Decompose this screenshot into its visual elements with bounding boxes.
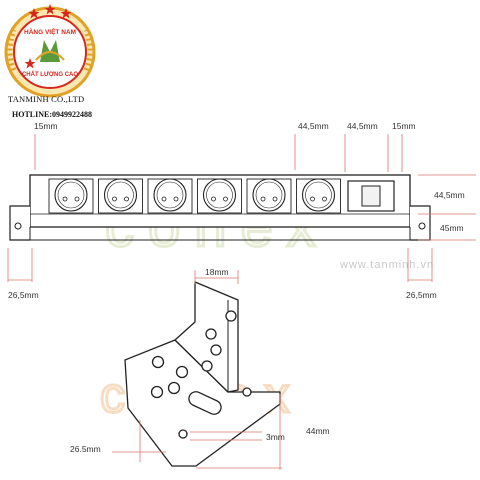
socket-icon — [103, 178, 138, 212]
left-mount-hole — [14, 222, 22, 230]
strip-dimension-labels: 15mm 44,5mm 44,5mm 15mm 44,5mm 45mm 26,5… — [8, 121, 465, 300]
bracket-hole — [178, 429, 188, 439]
socket-pin-hole — [223, 196, 228, 202]
hang-viet-nam-logo: HÀNG VIỆT NAM CHẤT LƯỢNG CAO — [4, 4, 96, 98]
socket-inner-ring — [156, 181, 184, 209]
strip-dimensions — [7, 134, 476, 282]
socket-inner-ring — [305, 181, 332, 209]
dim-bracket-height: 44mm — [306, 426, 330, 436]
logo-stars — [28, 4, 72, 19]
socket-icon — [54, 178, 88, 212]
bracket-hole — [205, 328, 217, 340]
dim-switch: 44,5mm — [347, 121, 378, 131]
socket-pin-hole — [310, 196, 315, 202]
company-name: TANMINH CO.,LTD — [8, 94, 85, 104]
bracket-dimensions — [112, 270, 282, 470]
socket-icon — [301, 178, 336, 212]
bracket-hole — [225, 310, 237, 322]
socket-pin-hole — [62, 196, 68, 202]
dim-socket-pitch: 44,5mm — [298, 121, 329, 131]
bracket-hole — [150, 385, 164, 399]
mounting-bracket — [124, 281, 281, 467]
dim-height-lower: 45mm — [440, 223, 464, 233]
dim-bracket-slot: 3mm — [266, 432, 285, 442]
strip-body — [29, 174, 411, 228]
bracket-hole — [210, 344, 222, 356]
bracket-hole — [151, 355, 165, 369]
power-switch-icon — [361, 185, 381, 207]
socket-inner-ring — [107, 181, 134, 209]
socket-pin-hole — [74, 196, 80, 202]
socket-pin-hole — [161, 196, 167, 202]
watermark-url: www.tanminh.vn — [339, 259, 434, 271]
star-icon — [28, 8, 40, 19]
logo-swoosh — [35, 51, 65, 61]
bracket-dimension-labels: 18mm 26.5mm 3mm 44mm — [70, 267, 330, 454]
dim-bracket-top: 18mm — [205, 267, 229, 277]
socket-pin-hole — [260, 196, 266, 202]
socket-inner-ring — [206, 181, 233, 209]
star-icon — [24, 58, 36, 69]
hotline: HOTLINE:0949922488 — [12, 110, 93, 119]
bracket-hole — [167, 381, 181, 395]
socket-pin-hole — [211, 196, 216, 202]
bracket-hole — [201, 360, 213, 372]
dim-left-bottom: 26,5mm — [8, 290, 39, 300]
socket-inner-ring — [57, 181, 85, 209]
bracket-hole — [242, 387, 252, 397]
bracket-hole — [175, 365, 189, 379]
power-strip — [9, 174, 431, 241]
dim-bracket-left: 26.5mm — [70, 444, 101, 454]
socket-pin-hole — [124, 196, 129, 202]
logo-mark — [40, 40, 60, 62]
right-mount-hole — [418, 222, 426, 230]
socket-pin-hole — [272, 196, 278, 202]
socket-icon — [153, 178, 187, 212]
right-mounting-ear — [410, 205, 431, 241]
socket-pin-hole — [322, 196, 327, 202]
logo-bottom-text: CHẤT LƯỢNG CAO — [22, 71, 78, 78]
switch-housing — [347, 180, 395, 212]
dim-left-top: 15mm — [34, 121, 58, 131]
dim-right-bottom: 26,5mm — [406, 290, 437, 300]
dim-right-top: 15mm — [392, 121, 416, 131]
bracket-slot — [188, 391, 222, 415]
dim-height-upper: 44,5mm — [434, 190, 465, 200]
socket-pin-hole — [173, 196, 179, 202]
socket-inner-ring — [255, 181, 283, 209]
socket-pin-hole — [112, 196, 117, 202]
star-icon — [60, 8, 72, 19]
star-icon — [44, 4, 56, 15]
socket-icon — [252, 178, 286, 212]
socket-group — [48, 178, 341, 214]
logo-top-text: HÀNG VIỆT NAM — [24, 27, 76, 36]
left-mounting-ear — [9, 205, 30, 241]
socket-icon — [202, 178, 237, 212]
